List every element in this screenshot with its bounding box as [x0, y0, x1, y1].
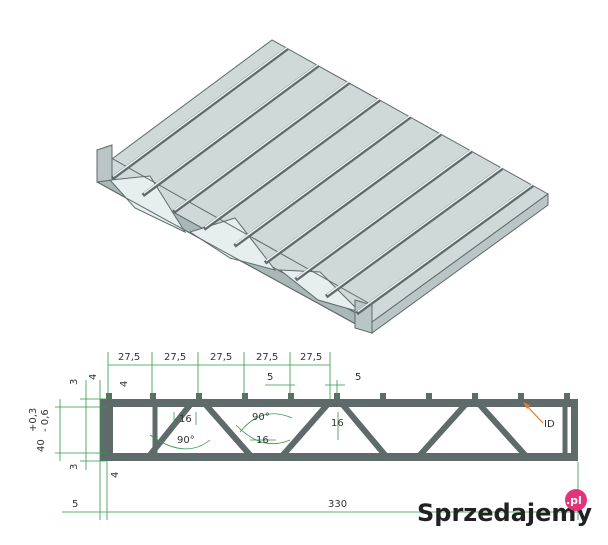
id-marker — [523, 402, 544, 424]
pitch-label: 27,5 — [118, 352, 140, 363]
top-rib-highlight — [357, 182, 535, 313]
section-rib — [288, 393, 294, 400]
angle-label: 90° — [177, 435, 195, 446]
brand-badge-icon — [565, 489, 587, 511]
truss-verticals — [152, 405, 568, 455]
top-rib — [263, 132, 442, 265]
angle-label: 90° — [252, 412, 270, 423]
top-flange — [100, 399, 578, 407]
top-rib — [111, 46, 289, 181]
top-rib-highlight — [173, 80, 351, 211]
inner-label-16: 16 — [179, 414, 192, 425]
brand-watermark: Sprzedajemy .pl — [417, 489, 592, 527]
top-rib-highlight — [112, 45, 289, 178]
cross-section — [100, 393, 578, 461]
truss-webs — [107, 402, 528, 458]
top-rib — [233, 115, 412, 248]
section-rib — [380, 393, 386, 400]
top-rib — [355, 183, 534, 316]
dimension-lines — [55, 352, 579, 520]
section-rib — [472, 393, 478, 400]
height-label: 40 — [36, 439, 47, 452]
top-rib — [202, 98, 381, 231]
bottom-offset-label: 5 — [72, 499, 78, 510]
section-rib — [106, 393, 112, 400]
left-bottom-label-4: 4 — [110, 472, 121, 478]
left-top-label-3: 3 — [69, 379, 80, 385]
front-end-block — [96, 144, 113, 183]
section-rib — [242, 393, 248, 400]
top-rib — [172, 81, 350, 214]
section-rib — [564, 393, 570, 400]
top-rib-highlight — [143, 63, 320, 194]
left-top-label-4: 4 — [88, 374, 99, 380]
pitch-labels: 27,5 27,5 27,5 27,5 27,5 — [118, 352, 322, 363]
section-rib — [196, 393, 202, 400]
pitch-label: 27,5 — [210, 352, 232, 363]
total-width-label: 330 — [328, 499, 347, 510]
pitch-label: 27,5 — [300, 352, 322, 363]
top-rib-highlight — [265, 131, 443, 262]
bottom-flange — [100, 453, 578, 461]
brand-badge-text: .pl — [566, 494, 582, 507]
top-rib — [294, 149, 473, 282]
truss-bay-2 — [188, 217, 277, 271]
inner-label-16: 16 — [331, 418, 344, 429]
rib-height-label: 4 — [119, 381, 130, 387]
right-wall — [571, 399, 578, 461]
section-rib — [426, 393, 432, 400]
right-end-block — [354, 299, 373, 334]
top-rib — [141, 64, 320, 197]
top-rib-highlight — [326, 165, 504, 296]
height-tol-plus: +0,3 — [28, 408, 39, 432]
top-rib — [324, 166, 504, 299]
left-wall — [100, 399, 107, 461]
top-rib-highlight — [296, 148, 473, 279]
inner-label-16: 16 — [256, 435, 269, 446]
section-rib — [518, 393, 524, 400]
pitch-label: 27,5 — [256, 352, 278, 363]
height-tol-minus: - 0,6 — [40, 409, 51, 432]
section-rib — [150, 393, 156, 400]
top-ribs — [111, 45, 535, 316]
rib-width-label: 5 — [267, 372, 273, 383]
isometric-panel-view — [96, 39, 549, 334]
left-bottom-label-3: 3 — [69, 464, 80, 470]
rib-width-label: 5 — [355, 372, 361, 383]
top-rib-highlight — [204, 97, 381, 228]
top-rib-marks — [106, 393, 570, 400]
top-rib-highlight — [235, 114, 412, 245]
pitch-label: 27,5 — [164, 352, 186, 363]
brand-name: Sprzedajemy — [417, 499, 592, 527]
id-label: ID — [544, 419, 555, 430]
